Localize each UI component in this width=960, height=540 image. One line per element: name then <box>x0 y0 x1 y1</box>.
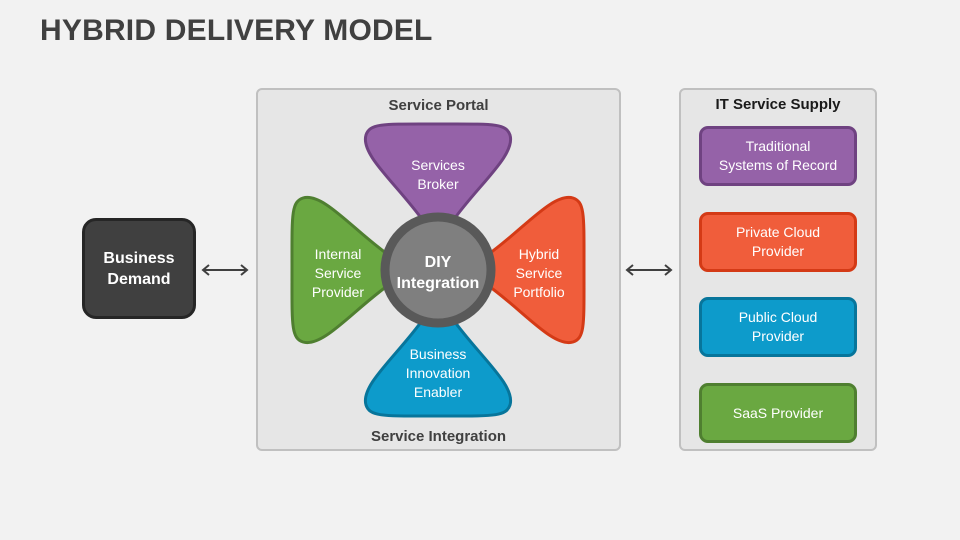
portal-supply-arrow-icon <box>625 264 673 276</box>
business-demand-box: Business Demand <box>82 218 196 319</box>
petal-internal-service-provider <box>290 195 392 345</box>
petal-label-right: Hybrid Service Portfolio <box>513 246 565 300</box>
petal-label-bottom: Business Innovation Enabler <box>405 346 471 400</box>
service-portal-label: Service Portal <box>388 97 489 114</box>
petal-hybrid-service-portfolio <box>484 195 586 345</box>
petal-services-broker <box>363 122 513 224</box>
service-integration-label: Service Integration <box>370 428 507 445</box>
supply-traditional-systems: Traditional Systems of Record <box>699 126 857 186</box>
petal-business-innovation-enabler <box>363 316 513 418</box>
service-flower-diagram <box>290 122 586 418</box>
petal-label-top: Services Broker <box>411 157 465 192</box>
it-service-supply-title: IT Service Supply <box>715 96 841 113</box>
supply-saas: SaaS Provider <box>699 383 857 443</box>
demand-portal-arrow-icon <box>201 264 249 276</box>
diy-integration-circle <box>380 212 496 328</box>
supply-public-cloud: Public Cloud Provider <box>699 297 857 357</box>
supply-private-cloud: Private Cloud Provider <box>699 212 857 272</box>
slide-title: HYBRID DELIVERY MODEL <box>40 14 433 47</box>
diy-integration-label: DIY Integration <box>396 254 480 292</box>
petal-label-left: Internal Service Provider <box>311 246 365 300</box>
